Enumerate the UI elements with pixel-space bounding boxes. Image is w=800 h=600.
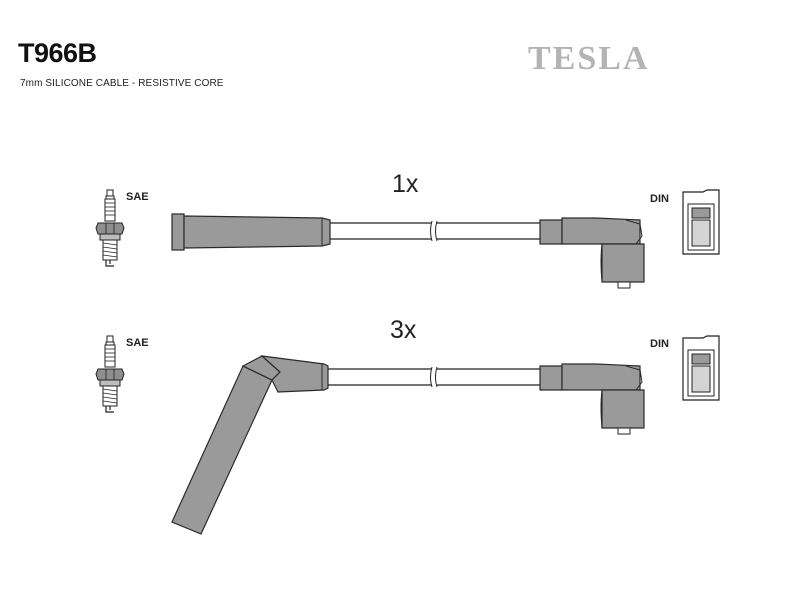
- cable-2-din-boot: [539, 363, 645, 435]
- cable-1-quantity: 1x: [392, 170, 419, 198]
- brand-logo: TESLA: [528, 40, 650, 77]
- cable-1-sae-label: SAE: [126, 191, 149, 203]
- cable-1-din-terminal-icon: [682, 189, 720, 255]
- cable-1-din-boot: [539, 217, 645, 289]
- cable-2-wire: [328, 366, 540, 388]
- cable-2-angled-boot: [171, 355, 329, 535]
- cable-2-spark-plug-icon: [95, 335, 125, 413]
- cable-1-straight-boot: [171, 213, 331, 251]
- cable-1-spark-plug-icon: [95, 189, 125, 267]
- cable-1-din-label: DIN: [650, 193, 669, 205]
- cable-1-wire: [330, 220, 540, 242]
- cable-2-din-terminal-icon: [682, 335, 720, 401]
- cable-1: [95, 189, 720, 289]
- cable-2-quantity: 3x: [390, 316, 417, 344]
- cable-description: 7mm SILICONE CABLE - RESISTIVE CORE: [20, 78, 224, 89]
- cable-2-din-label: DIN: [650, 338, 669, 350]
- part-number: T966B: [18, 38, 97, 68]
- cable-2: [95, 335, 720, 535]
- cable-2-sae-label: SAE: [126, 337, 149, 349]
